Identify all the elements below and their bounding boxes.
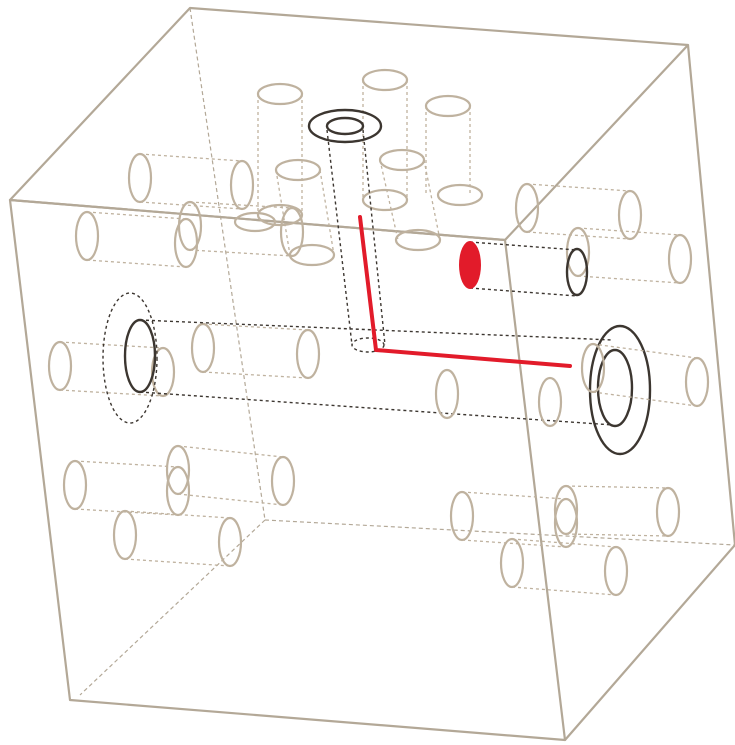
vertical-bore (256, 82, 304, 227)
horizontal-bore (177, 200, 305, 258)
block-top-face (8, 6, 690, 242)
horizontal-bore (47, 340, 176, 398)
front-face-bores (47, 152, 321, 568)
horizontal-bore (565, 226, 693, 285)
horizontal-bore (190, 322, 321, 380)
horizontal-bore (127, 152, 255, 211)
vertical-bore (361, 68, 409, 212)
block-outline (8, 6, 735, 742)
vertical-bore (233, 211, 277, 233)
horizontal-bore (165, 444, 296, 507)
left-port-counterbore (102, 292, 158, 424)
highlighted-flow-path (358, 215, 572, 368)
horizontal-bore (514, 182, 643, 241)
horizontal-bore (553, 484, 681, 538)
block-right-face (564, 44, 735, 741)
right-face-bores (449, 182, 710, 597)
main-through-bore (102, 292, 652, 456)
hidden-edges (79, 7, 735, 696)
hidden-edge-back-left (79, 519, 266, 696)
highlighted-side-bore (459, 241, 589, 297)
horizontal-bore (449, 490, 579, 549)
vertical-bores (233, 68, 484, 353)
vertical-bore (378, 148, 442, 252)
central-vertical-bore (307, 108, 386, 353)
left-port-bore (123, 318, 157, 394)
horizontal-bore (62, 459, 191, 517)
red-port-marker (459, 241, 481, 289)
block-front-face (8, 198, 567, 742)
hidden-edge-back-vertical (189, 7, 266, 521)
hidden-edge-back-right (264, 519, 735, 546)
horizontal-bore (112, 509, 243, 568)
vertical-bore (424, 94, 484, 207)
horizontal-bore (499, 537, 629, 597)
horizontal-bore (580, 342, 710, 408)
